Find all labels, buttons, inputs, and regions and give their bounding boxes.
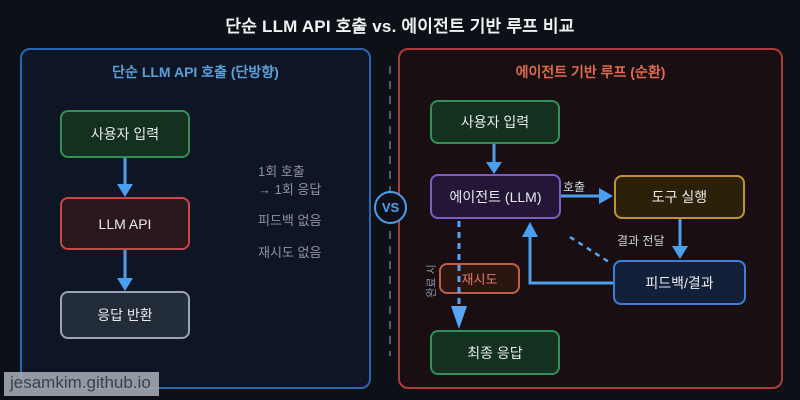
node-retry-label: 재시도 bbox=[439, 263, 520, 294]
node-response-return: 응답 반환 bbox=[60, 291, 190, 339]
agent-loop-panel-title: 에이전트 기반 루프 (순환) bbox=[515, 64, 666, 80]
page-title: 단순 LLM API 호출 vs. 에이전트 기반 루프 비교 bbox=[225, 17, 575, 36]
vs-badge: VS bbox=[374, 191, 407, 224]
node-user-input-right: 사용자 입력 bbox=[430, 100, 560, 144]
note-single-response: → 1회 응답 bbox=[258, 182, 322, 197]
node-user-input-left: 사용자 입력 bbox=[60, 110, 190, 158]
node-agent-llm: 에이전트 (LLM) bbox=[430, 174, 561, 219]
note-single-call: 1회 호출 bbox=[258, 164, 305, 179]
edge-label-result-delivery: 결과 전달 bbox=[617, 234, 665, 248]
note-no-retry: 재시도 없음 bbox=[258, 245, 322, 260]
node-final-response: 최종 응답 bbox=[430, 330, 560, 375]
watermark-url: jesamkim.github.io bbox=[4, 372, 159, 396]
note-no-feedback: 피드백 없음 bbox=[258, 213, 322, 228]
node-tool-execution: 도구 실행 bbox=[614, 175, 745, 219]
edge-label-on-complete: 완료 시 bbox=[426, 264, 438, 298]
node-llm-api: LLM API bbox=[60, 197, 190, 250]
simple-api-panel-title: 단순 LLM API 호출 (단방향) bbox=[112, 64, 279, 80]
node-feedback-result: 피드백/결과 bbox=[613, 260, 746, 305]
edge-label-call: 호출 bbox=[563, 180, 586, 194]
